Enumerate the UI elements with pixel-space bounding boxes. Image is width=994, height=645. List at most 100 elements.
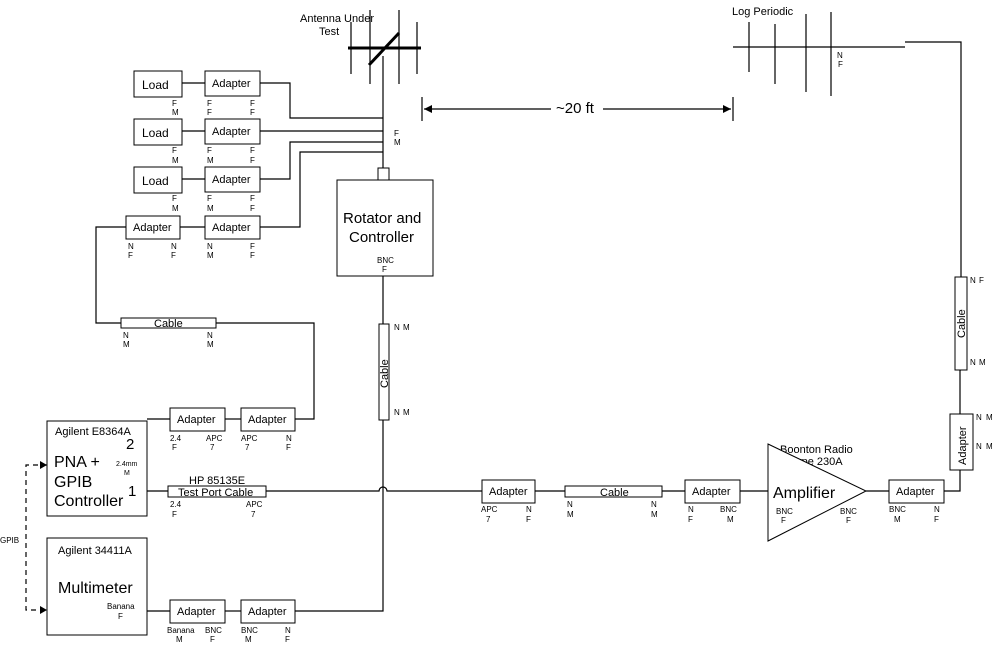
port-label: N <box>394 408 400 417</box>
port-label: 2.4 <box>170 500 182 509</box>
port-label: F <box>286 443 291 452</box>
port-label: N <box>567 500 573 509</box>
port-label: F <box>250 156 255 165</box>
rf-path-adapter-3: Adapter BNC M N F <box>888 479 945 524</box>
load-label: Load <box>142 78 169 92</box>
port-label: 2.4 <box>170 434 182 443</box>
port-label: N <box>970 358 976 367</box>
pna-controller: Agilent E8364A 2 PNA + 2.4mm M GPIB 1 Co… <box>46 420 148 517</box>
log-periodic-title: Log Periodic <box>732 6 794 18</box>
port-label: 7 <box>486 515 491 524</box>
port-label: M <box>172 204 179 213</box>
log-periodic-port-n: N <box>837 51 843 60</box>
adapter-box <box>240 599 296 624</box>
port-label: M <box>567 510 574 519</box>
mast-port-f: F <box>394 129 399 138</box>
port-label: N <box>285 626 291 635</box>
port-label: BNC <box>840 507 857 516</box>
port-label: N <box>688 505 694 514</box>
port-label: N <box>207 242 213 251</box>
port-label: F <box>172 443 177 452</box>
port-label: N <box>207 331 213 340</box>
gpib-label: GPIB <box>0 536 19 545</box>
port-label: N <box>394 323 400 332</box>
port-label: BNC <box>776 507 793 516</box>
rotator-line2: Controller <box>349 229 414 246</box>
port-label: APC <box>481 505 498 514</box>
antenna-title-line1: Antenna Under <box>300 13 374 25</box>
port-label: N <box>128 242 134 251</box>
adapter-box <box>684 479 741 504</box>
adapter-label: Adapter <box>133 222 172 234</box>
adapter-box <box>125 215 181 240</box>
port-label: M <box>172 108 179 117</box>
load-box <box>133 166 183 194</box>
adapter-label: Adapter <box>212 78 251 90</box>
port-label: F <box>250 194 255 203</box>
adapter-label: Adapter <box>896 486 935 498</box>
adapter-label: Adapter <box>248 414 287 426</box>
port-label: BNC <box>720 505 737 514</box>
rotator-controller: Rotator and Controller BNC F <box>336 167 434 277</box>
amplifier-name: Amplifier <box>773 485 836 502</box>
port-label: APC <box>246 500 263 509</box>
port-label: F <box>250 99 255 108</box>
port-label: F <box>207 194 212 203</box>
load-row-2: Load Adapter F M F M F F <box>133 118 261 165</box>
hp-cable-line2: Test Port Cable <box>178 487 253 499</box>
rotator-port-1: BNC <box>377 256 394 265</box>
load-box <box>133 118 183 146</box>
adapter-label: Adapter <box>212 222 251 234</box>
rf-path-cable: Cable N M N M <box>564 485 663 519</box>
port-label: M <box>207 340 214 349</box>
adapter-label: Adapter <box>212 174 251 186</box>
port-label: M <box>403 323 410 332</box>
adapter-box <box>240 407 296 432</box>
multimeter-model: Agilent 34411A <box>58 545 132 557</box>
pna-line2: GPIB <box>54 474 92 491</box>
multimeter: Agilent 34411A Multimeter Banana F <box>46 537 148 636</box>
adapter-box <box>204 118 261 145</box>
port-label: M <box>207 251 214 260</box>
port-label: F <box>781 516 786 525</box>
port-label: M <box>986 442 993 451</box>
multimeter-port-1: Banana <box>107 602 135 611</box>
port-label: N <box>286 434 292 443</box>
rf-path-adapter-2: Adapter N F BNC M <box>684 479 741 524</box>
distance-indicator: ~20 ft <box>421 97 734 121</box>
cable-label: Cable <box>154 318 183 330</box>
port-label: M <box>245 635 252 644</box>
port-label: APC <box>206 434 223 443</box>
port-label: N <box>970 276 976 285</box>
adapter-label: Adapter <box>248 606 287 618</box>
port-label: F <box>207 108 212 117</box>
port-label: N <box>934 505 940 514</box>
left-cable: Cable N M N M <box>120 317 217 349</box>
adapter-box <box>204 215 261 240</box>
adapter-label: Adapter <box>489 486 528 498</box>
load-label: Load <box>142 174 169 188</box>
port-label: N <box>123 331 129 340</box>
adapter-box <box>204 70 261 97</box>
right-vertical-cable: Cable N F N M <box>954 276 986 371</box>
port-label: N <box>651 500 657 509</box>
adapter-box <box>204 166 261 193</box>
port-label: F <box>210 635 215 644</box>
port-label: N <box>976 413 982 422</box>
port-label: F <box>128 251 133 260</box>
port-label: F <box>250 242 255 251</box>
port-label: 7 <box>251 510 256 519</box>
amplifier-model-1: Boonton Radio <box>780 444 853 456</box>
port-label: F <box>207 146 212 155</box>
antenna-under-test: Antenna Under Test <box>300 10 421 84</box>
adapter-label: Adapter <box>957 426 969 465</box>
port-label: 7 <box>245 443 250 452</box>
port-label: BNC <box>889 505 906 514</box>
port-label: M <box>207 204 214 213</box>
port-label: M <box>727 515 734 524</box>
pna-line1: PNA + <box>54 454 100 471</box>
port-label: F <box>172 146 177 155</box>
load-row-3: Load Adapter F M F M F F <box>133 166 261 213</box>
multimeter-name: Multimeter <box>58 580 133 597</box>
port-label: BNC <box>205 626 222 635</box>
